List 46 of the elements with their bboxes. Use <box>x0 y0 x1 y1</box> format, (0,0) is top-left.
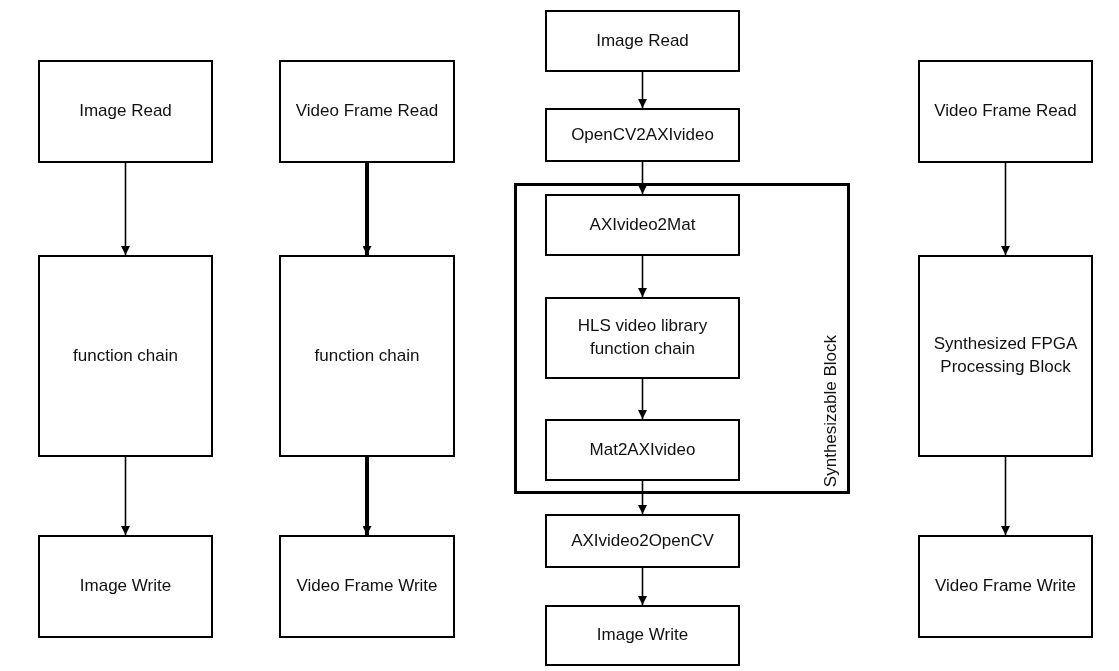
box-label: Image Write <box>79 575 172 598</box>
box-label: Image Read <box>596 29 689 52</box>
arrow <box>638 161 647 195</box>
arrow <box>362 457 372 535</box>
box-label: HLS video library function chain <box>576 315 709 360</box>
arrow <box>1001 456 1010 536</box>
arrow <box>638 255 647 298</box>
arrow <box>638 378 647 420</box>
process-box <box>38 255 213 457</box>
box-label: function chain <box>314 344 420 367</box>
arrow <box>121 456 130 536</box>
box-label: Video Frame Read <box>295 100 439 123</box>
box-label: Synthesized FPGA Processing Block <box>932 333 1079 378</box>
process-box <box>918 255 1093 457</box>
box-label: OpenCV2AXIvideo <box>571 123 714 146</box>
process-box <box>38 535 213 638</box>
process-box <box>545 514 740 568</box>
arrow <box>638 71 647 109</box>
process-box <box>279 60 455 163</box>
process-box <box>38 60 213 163</box>
box-label: Video Frame Read <box>934 100 1077 123</box>
process-box <box>545 297 740 379</box>
box-label: Mat2AXIvideo <box>589 438 696 461</box>
process-box <box>918 60 1093 163</box>
process-box <box>545 108 740 162</box>
group-label: Synthesizable Block <box>820 334 841 487</box>
box-label: AXIvideo2OpenCV <box>571 529 714 552</box>
process-box <box>545 10 740 72</box>
arrow <box>638 567 647 606</box>
group-box <box>514 183 850 494</box>
box-label: Video Frame Write <box>296 575 438 598</box>
arrow <box>1001 162 1010 256</box>
process-box <box>545 419 740 481</box>
box-label: Video Frame Write <box>934 575 1077 598</box>
arrow <box>362 163 372 255</box>
arrow <box>638 480 647 515</box>
process-box <box>279 535 455 638</box>
box-label: Image Read <box>79 100 172 123</box>
arrow <box>121 162 130 256</box>
box-label: Image Write <box>596 624 689 647</box>
process-box <box>918 535 1093 638</box>
process-box <box>279 255 455 457</box>
box-label: function chain <box>73 344 178 367</box>
box-label: AXIvideo2Mat <box>589 213 696 236</box>
process-box <box>545 194 740 256</box>
process-box <box>545 605 740 666</box>
